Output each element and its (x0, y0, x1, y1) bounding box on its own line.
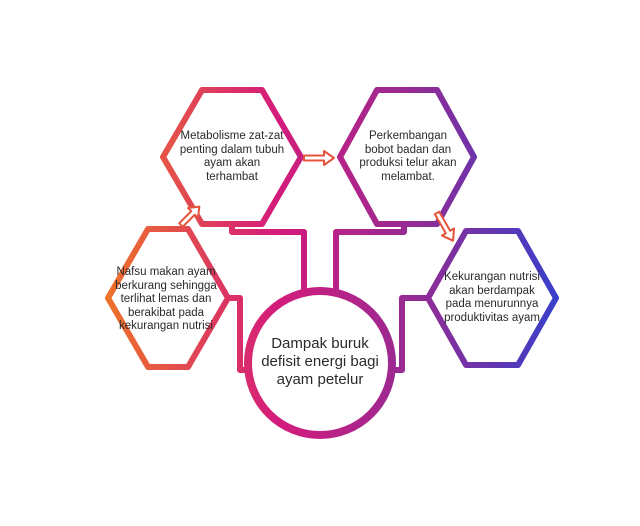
node-nafsu-makan-text: Nafsu makan ayam berkurang sehingga terl… (115, 266, 217, 333)
arrow-to-perkembangan (303, 150, 335, 166)
hexagon-kekurangan-nutrisi (425, 228, 559, 368)
arrow-to-metabolisme (178, 205, 201, 228)
arrow-to-kekurangan-nutrisi (433, 210, 456, 242)
center-circle (244, 287, 396, 439)
hexagon-nafsu-makan (105, 226, 231, 370)
connector-perkembangan (333, 222, 407, 298)
connector-kekurangan-nutrisi (390, 295, 432, 373)
node-metabolisme-text: Metabolisme zat-zat penting dalam tubuh … (179, 130, 285, 183)
hexagon-metabolisme (160, 87, 304, 227)
hexagon-perkembangan (337, 87, 477, 227)
center-text: Dampak buruk defisit energi bagi ayam pe… (261, 335, 379, 388)
node-kekurangan-nutrisi-text: Kekurangan nutrisi akan berdampak pada m… (444, 271, 540, 324)
node-perkembangan-text: Perkembangan bobot badan dan produksi te… (359, 130, 457, 183)
